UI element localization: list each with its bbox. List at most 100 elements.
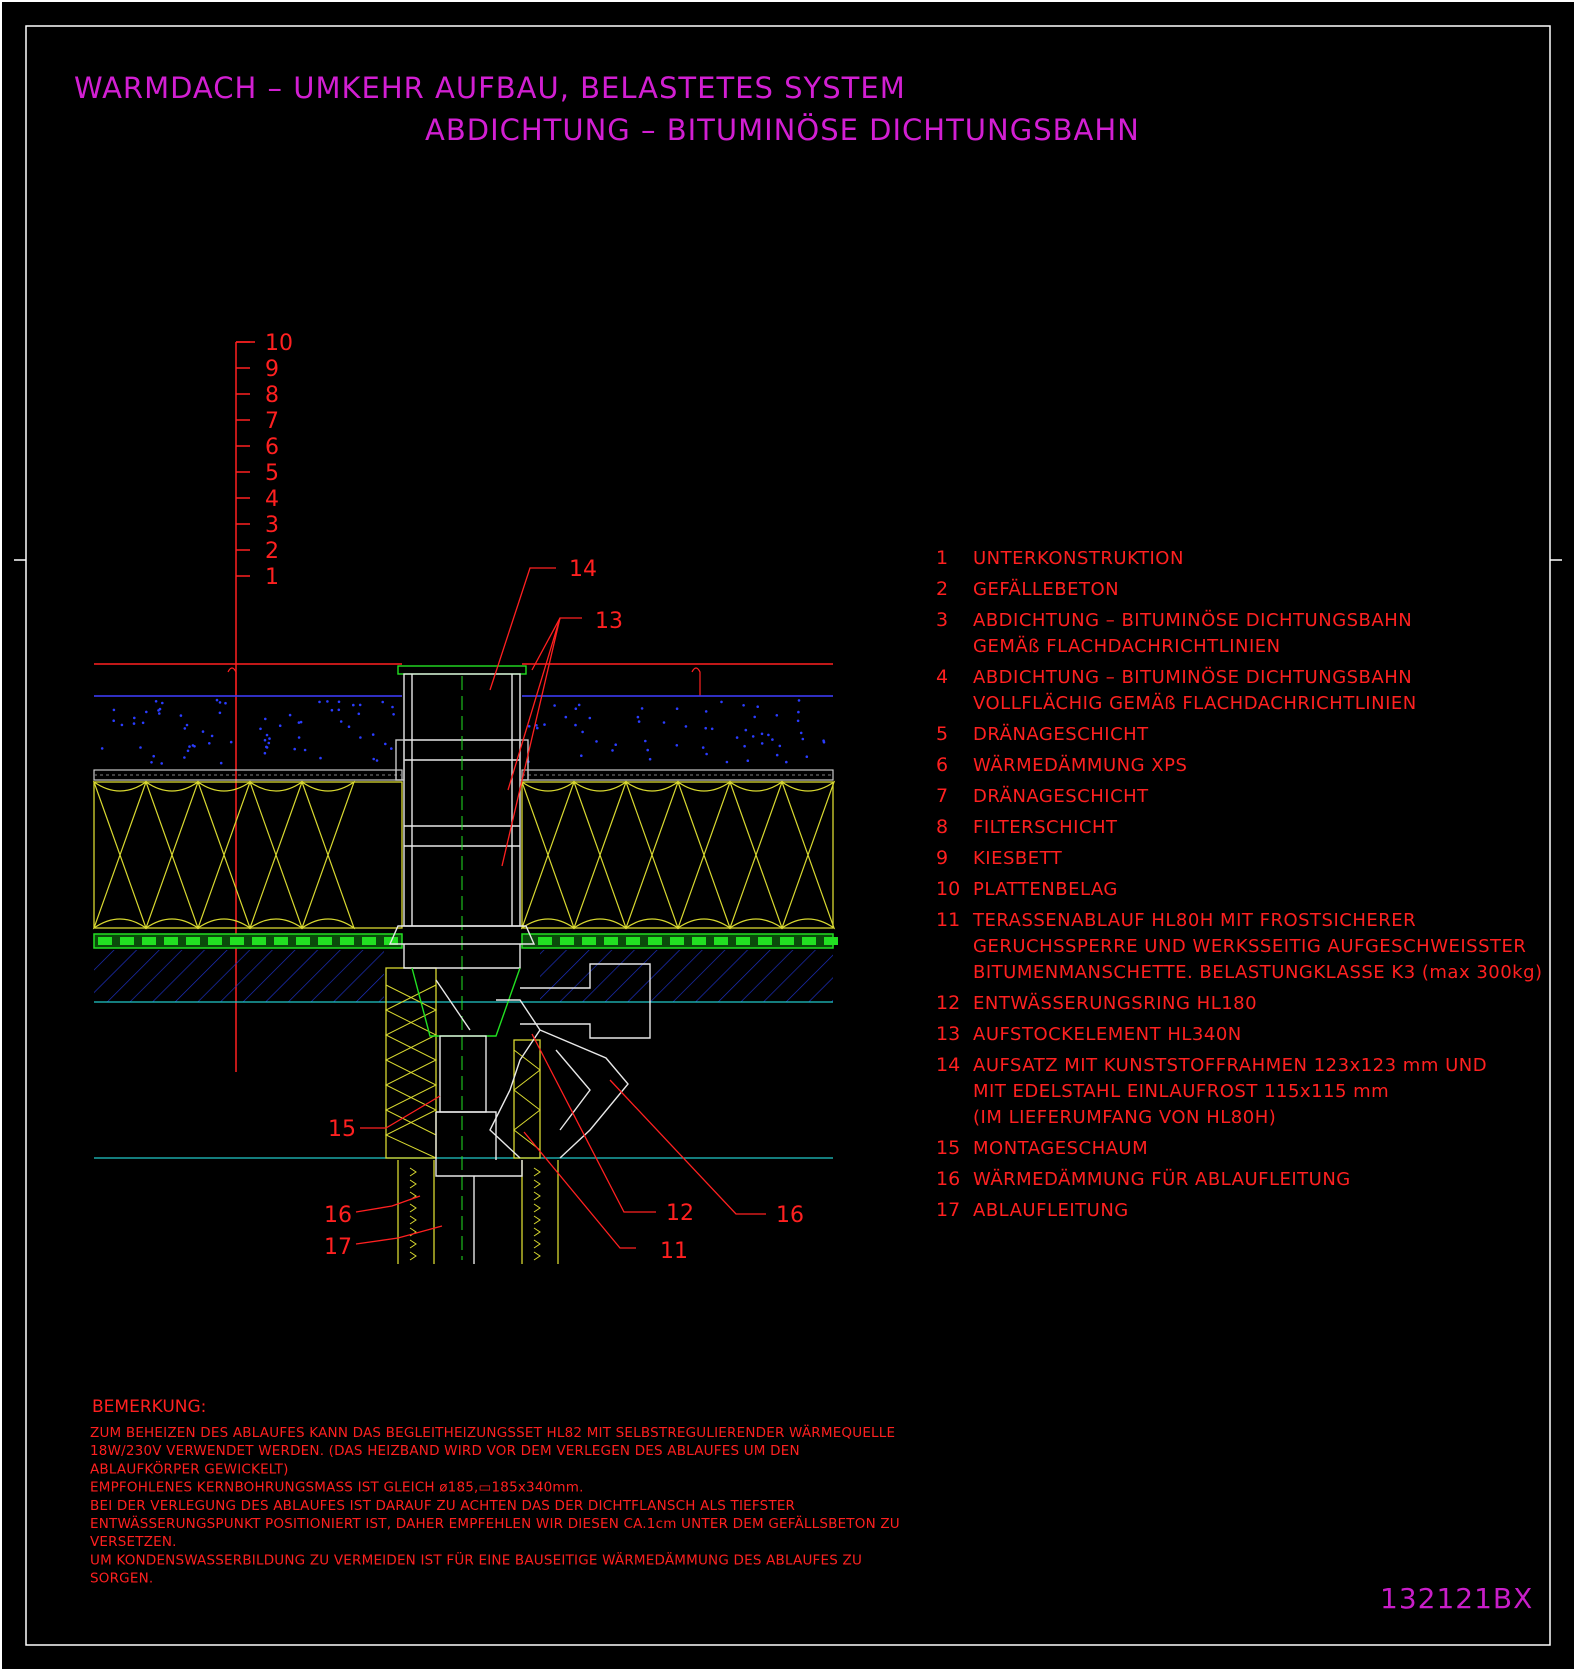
note-line: ENTWÄSSERUNGSPUNKT POSITIONIERT IST, DAH…: [90, 1514, 900, 1532]
legend-number: 16: [936, 1168, 960, 1190]
legend-text: GERUCHSSPERRE UND WERKSSEITIG AUFGESCHWE…: [973, 936, 1526, 957]
legend-number: 6: [936, 754, 948, 776]
legend-number: 10: [936, 878, 960, 900]
note-line: 18W/230V VERWENDET WERDEN. (DAS HEIZBAND…: [90, 1443, 800, 1459]
legend-number: 15: [936, 1137, 960, 1159]
note-line: BEI DER VERLEGUNG DES ABLAUFES IST DARAU…: [90, 1498, 795, 1514]
legend-item: 8 FILTERSCHICHT: [936, 816, 1118, 838]
legend-text: TERASSENABLAUF HL80H MIT FROSTSICHERER: [972, 910, 1416, 931]
callout-16-right: 16: [776, 1203, 804, 1228]
title-line-2: ABDICHTUNG – BITUMINÖSE DICHTUNGSBAHN: [425, 113, 1140, 147]
legend-text: MIT EDELSTAHL EINLAUFROST 115x115 mm: [973, 1081, 1389, 1102]
legend-text: AUFSTOCKELEMENT HL340N: [973, 1024, 1242, 1045]
layer-xps-insulation: [92, 780, 836, 930]
scale-number: 1: [265, 565, 279, 590]
scale-number: 4: [265, 487, 279, 512]
legend-text: ABLAUFLEITUNG: [973, 1200, 1129, 1221]
legend-number: 3: [936, 609, 948, 631]
legend-number: 5: [936, 723, 948, 745]
legend-text: FILTERSCHICHT: [973, 817, 1118, 838]
callout-11: 11: [660, 1239, 688, 1264]
legend-number: 13: [936, 1023, 960, 1045]
legend-text: AUFSATZ MIT KUNSTSTOFFRAHMEN 123x123 mm …: [973, 1055, 1487, 1076]
layer-paving: [94, 663, 833, 697]
note-line: ZUM BEHEIZEN DES ABLAUFES KANN DAS BEGLE…: [90, 1423, 895, 1441]
legend-item: 16 WÄRMEDÄMMUNG FÜR ABLAUFLEITUNG: [936, 1168, 1351, 1190]
legend-text: MONTAGESCHAUM: [973, 1138, 1148, 1159]
drain-assembly: [388, 665, 651, 1264]
legend-number: 14: [936, 1054, 960, 1076]
scale-number: 7: [265, 409, 279, 434]
legend-text: ABDICHTUNG – BITUMINÖSE DICHTUNGSBAHN: [973, 666, 1412, 688]
roof-cross-section: [92, 663, 838, 1264]
layer-filter-drainage: [93, 769, 834, 781]
legend-number: 9: [936, 847, 948, 869]
legend-item: 2 GEFÄLLEBETON: [936, 578, 1119, 600]
callout-13: 13: [595, 609, 623, 634]
legend-number: 4: [936, 666, 948, 688]
legend-number: 7: [936, 785, 948, 807]
legend-text: UNTERKONSTRUKTION: [973, 548, 1184, 569]
legend-text: KIESBETT: [973, 848, 1063, 869]
legend-text: (IM LIEFERUMFANG VON HL80H): [973, 1107, 1276, 1128]
scale-number: 2: [265, 539, 279, 564]
mounting-foam: [384, 967, 541, 1159]
legend-item: 4 ABDICHTUNG – BITUMINÖSE DICHTUNGSBAHN VO…: [936, 666, 1417, 714]
legend-item: 13 AUFSTOCKELEMENT HL340N: [936, 1023, 1242, 1045]
legend-text: DRÄNAGESCHICHT: [973, 786, 1149, 807]
notes-heading: BEMERKUNG:: [92, 1397, 206, 1417]
legend-text: WÄRMEDÄMMUNG XPS: [973, 755, 1187, 776]
note-line: UM KONDENSWASSERBILDUNG ZU VERMEIDEN IST…: [90, 1550, 862, 1568]
note-line: ABLAUFKÖRPER GEWICKELT): [90, 1459, 289, 1477]
callout-12: 12: [666, 1201, 694, 1226]
legend-item: 15 MONTAGESCHAUM: [936, 1137, 1148, 1159]
layer-gravel: [94, 695, 833, 765]
legend-number: 11: [936, 909, 960, 931]
note-line: EMPFOHLENES KERNBOHRUNGSMASS IST GLEICH …: [90, 1480, 584, 1496]
legend-number: 2: [936, 578, 948, 600]
note-line: SORGEN.: [90, 1571, 153, 1587]
legend-text: VOLLFLÄCHIG GEMÄß FLACHDACHRICHTLINIEN: [973, 693, 1417, 714]
callout-17: 17: [324, 1235, 352, 1260]
scale-number: 8: [265, 383, 279, 408]
callout-leaders: [355, 567, 766, 1249]
scale-number: 5: [265, 461, 279, 486]
legend-text: ABDICHTUNG – BITUMINÖSE DICHTUNGSBAHN: [973, 609, 1412, 631]
legend-item: 12 ENTWÄSSERUNGSRING HL180: [936, 992, 1257, 1014]
legend-item: 1 UNTERKONSTRUKTION: [936, 547, 1184, 569]
pipe-insulation: [397, 1160, 559, 1264]
scale-number: 9: [265, 357, 279, 382]
legend-text: ENTWÄSSERUNGSRING HL180: [973, 993, 1257, 1014]
legend-item: 6 WÄRMEDÄMMUNG XPS: [936, 754, 1187, 776]
legend-number: 1: [936, 547, 948, 569]
callout-15: 15: [328, 1117, 356, 1142]
legend-item: 14 AUFSATZ MIT KUNSTSTOFFRAHMEN 123x123 m…: [936, 1054, 1487, 1128]
legend-item: 11 TERASSENABLAUF HL80H MIT FROSTSICHERER…: [936, 909, 1543, 983]
layer-slope-concrete: [94, 950, 833, 1159]
legend-text: GEFÄLLEBETON: [973, 579, 1119, 600]
layer-membranes: [93, 933, 838, 949]
callout-14: 14: [569, 557, 597, 582]
scale-number: 6: [265, 435, 279, 460]
legend-item: 10 PLATTENBELAG: [936, 878, 1118, 900]
drawing-code: 132121BX: [1380, 1582, 1533, 1615]
note-line: VERSETZEN.: [90, 1534, 177, 1550]
legend-text: BITUMENMANSCHETTE. BELASTUNGKLASSE K3 (m…: [973, 962, 1543, 983]
legend-text: DRÄNAGESCHICHT: [973, 724, 1149, 745]
scale-number: 3: [265, 513, 279, 538]
legend-text: WÄRMEDÄMMUNG FÜR ABLAUFLEITUNG: [973, 1168, 1351, 1190]
legend-item: 7 DRÄNAGESCHICHT: [936, 785, 1149, 807]
legend-text: GEMÄß FLACHDACHRICHTLINIEN: [973, 636, 1281, 657]
legend-text: PLATTENBELAG: [973, 879, 1118, 900]
legend-number: 8: [936, 816, 948, 838]
legend-item: 17 ABLAUFLEITUNG: [936, 1199, 1129, 1221]
legend-number: 17: [936, 1199, 960, 1221]
title-line-1: WARMDACH – UMKEHR AUFBAU, BELASTETES SYS…: [74, 71, 906, 105]
scale-number: 10: [265, 331, 293, 356]
legend-item: 3 ABDICHTUNG – BITUMINÖSE DICHTUNGSBAHN GE…: [936, 609, 1412, 657]
legend-number: 12: [936, 992, 960, 1014]
